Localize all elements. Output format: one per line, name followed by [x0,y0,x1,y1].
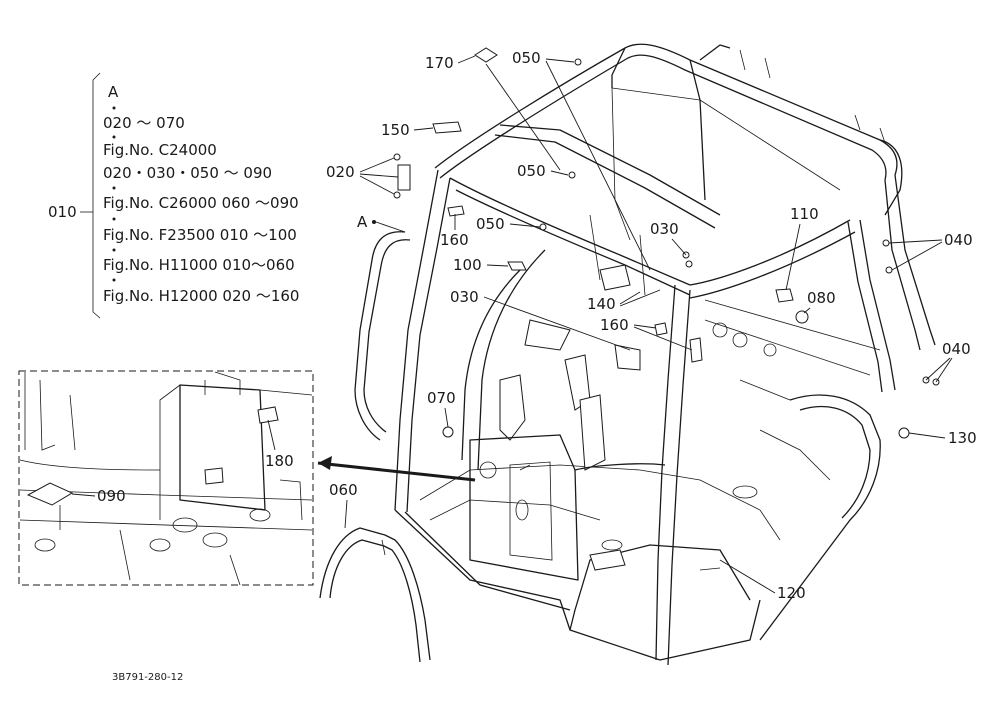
reference-block: A 020 ～ 070 Fig.No. C24000 020・030・050 ～… [48,72,299,319]
drawing-code: 3B791-280-12 [112,672,183,683]
callout-030-top: 030 [650,220,679,238]
callout-130: 130 [948,429,977,447]
callout-090: 090 [97,487,126,505]
reference-line-2: Fig.No. C24000 [103,141,217,159]
inset-pointer-arrow [317,456,476,482]
callout-020: 020 [326,163,355,181]
callout-080: 080 [807,289,836,307]
reference-line-7: Fig.No. H12000 020 ～160 [103,287,299,305]
callout-050-lower: 050 [476,215,505,233]
reference-line-1: 020 ～ 070 [103,114,185,132]
callout-040-lower: 040 [942,340,971,358]
reference-anchor-label: A [108,83,119,101]
callout-170: 170 [425,54,454,72]
callout-140: 140 [587,295,616,313]
reference-line-5: Fig.No. F23500 010 ～100 [103,226,297,244]
callout-050-middle: 050 [517,162,546,180]
detail-inset [18,370,314,586]
callout-150: 150 [381,121,410,139]
callout-030-middle: 030 [450,288,479,306]
callouts: 170 050 150 020 050 A 160 050 030 110 [71,49,977,602]
callout-100: 100 [453,256,482,274]
callout-050-top: 050 [512,49,541,67]
cabin-frame-drawing [354,43,940,666]
callout-070: 070 [427,389,456,407]
callout-040-upper: 040 [944,231,973,249]
callout-160-middle: 160 [600,316,629,334]
callout-120: 120 [777,584,806,602]
reference-line-6: Fig.No. H11000 010～060 [103,256,295,274]
callout-160-left: 160 [440,231,469,249]
reference-line-4: Fig.No. C26000 060 ～090 [103,194,299,212]
part-060-rail [319,527,431,663]
callout-110: 110 [790,205,819,223]
callout-180: 180 [265,452,294,470]
reference-item-number: 010 [48,203,77,221]
callout-A: A [357,213,368,231]
reference-line-3: 020・030・050 ～ 090 [103,164,272,182]
callout-060: 060 [329,481,358,499]
